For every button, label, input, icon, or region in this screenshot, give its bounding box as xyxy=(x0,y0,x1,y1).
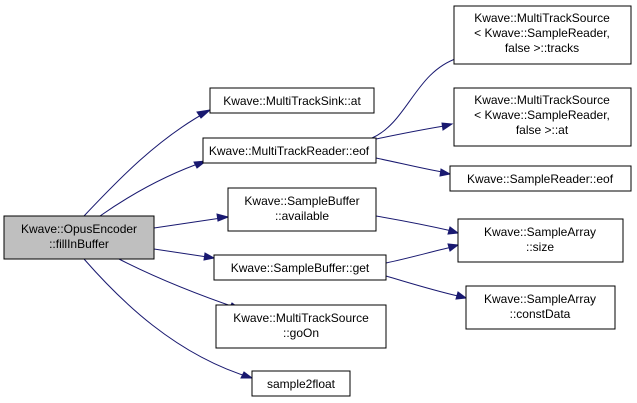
edge-get-to-samplearray-constdata xyxy=(385,275,459,297)
node-label-line: Kwave::SampleArray xyxy=(484,225,596,239)
node-label-line: ::fillInBuffer xyxy=(49,237,109,251)
node-label-line: Kwave::MultiTrackReader::eof xyxy=(209,144,370,158)
edge-root-to-sample2float xyxy=(83,258,253,379)
node-label-line: false >::tracks xyxy=(505,41,579,55)
node-label-line: < Kwave::SampleReader, xyxy=(474,108,610,122)
edge-arrowhead xyxy=(216,213,230,222)
edges xyxy=(83,54,468,379)
node-label-line: Kwave::MultiTrackSink::at xyxy=(223,94,361,108)
edge-arrowhead xyxy=(447,243,460,252)
node-label-line: Kwave::MultiTrackSource xyxy=(474,11,610,25)
edge-eof-to-multitracksource-at xyxy=(375,125,445,140)
node-sample2float[interactable]: sample2float xyxy=(251,370,351,397)
edge-arrowhead xyxy=(439,168,452,177)
edge-available-to-samplearray-size xyxy=(375,215,453,232)
node-opusencoder-fillinbuffer[interactable]: Kwave::OpusEncoder ::fillInBuffer xyxy=(3,215,155,260)
node-label-line: Kwave::SampleBuffer::get xyxy=(231,261,370,275)
node-label-line: Kwave::MultiTrackSource xyxy=(474,93,610,107)
node-multitracksink-at[interactable]: Kwave::MultiTrackSink::at xyxy=(209,87,375,114)
edge-arrowhead xyxy=(447,226,460,235)
node-label-line: ::goOn xyxy=(283,326,319,340)
node-samplearray-constdata[interactable]: Kwave::SampleArray ::constData xyxy=(465,285,616,330)
edge-get-to-samplearray-size xyxy=(385,246,453,264)
node-samplearray-size[interactable]: Kwave::SampleArray ::size xyxy=(457,218,624,263)
node-label-line: < Kwave::SampleReader, xyxy=(474,26,610,40)
nodes: Kwave::OpusEncoder ::fillInBuffer Kwave:… xyxy=(3,5,632,397)
node-label-line: false >::at xyxy=(516,123,569,137)
node-label-line: Kwave::SampleReader::eof xyxy=(467,172,614,186)
edge-eof-to-multitracksource-tracks xyxy=(371,57,459,139)
edge-eof-to-samplereader-eof xyxy=(375,157,443,173)
node-label-line: ::constData xyxy=(510,307,571,321)
edge-arrowhead xyxy=(240,371,254,379)
edge-root-to-multitrackreader-eof xyxy=(99,160,207,217)
node-label-line: Kwave::MultiTrackSource xyxy=(233,311,369,325)
node-label-line: ::size xyxy=(526,240,554,254)
node-samplebuffer-get[interactable]: Kwave::SampleBuffer::get xyxy=(213,254,387,281)
node-multitrackreader-eof[interactable]: Kwave::MultiTrackReader::eof xyxy=(202,137,377,164)
edge-arrowhead xyxy=(196,109,212,119)
edge-arrowhead xyxy=(441,122,454,131)
node-label-line: Kwave::OpusEncoder xyxy=(21,222,137,236)
node-multitracksource-goon[interactable]: Kwave::MultiTrackSource ::goOn xyxy=(215,304,387,349)
node-samplereader-eof[interactable]: Kwave::SampleReader::eof xyxy=(449,165,632,192)
node-multitracksource-tracks[interactable]: Kwave::MultiTrackSource < Kwave::SampleR… xyxy=(453,5,632,65)
edge-root-to-multitracksink-at xyxy=(83,109,211,217)
edge-arrowhead xyxy=(455,291,468,300)
edge-arrowhead xyxy=(203,252,216,261)
node-samplebuffer-available[interactable]: Kwave::SampleBuffer ::available xyxy=(227,187,377,232)
node-label-line: sample2float xyxy=(267,377,336,391)
node-label-line: Kwave::SampleArray xyxy=(484,292,596,306)
node-multitracksource-at[interactable]: Kwave::MultiTrackSource < Kwave::SampleR… xyxy=(453,87,632,147)
node-label-line: ::available xyxy=(275,209,329,223)
edge-root-to-multitracksource-goon xyxy=(116,257,241,310)
node-label-line: Kwave::SampleBuffer xyxy=(244,194,359,208)
